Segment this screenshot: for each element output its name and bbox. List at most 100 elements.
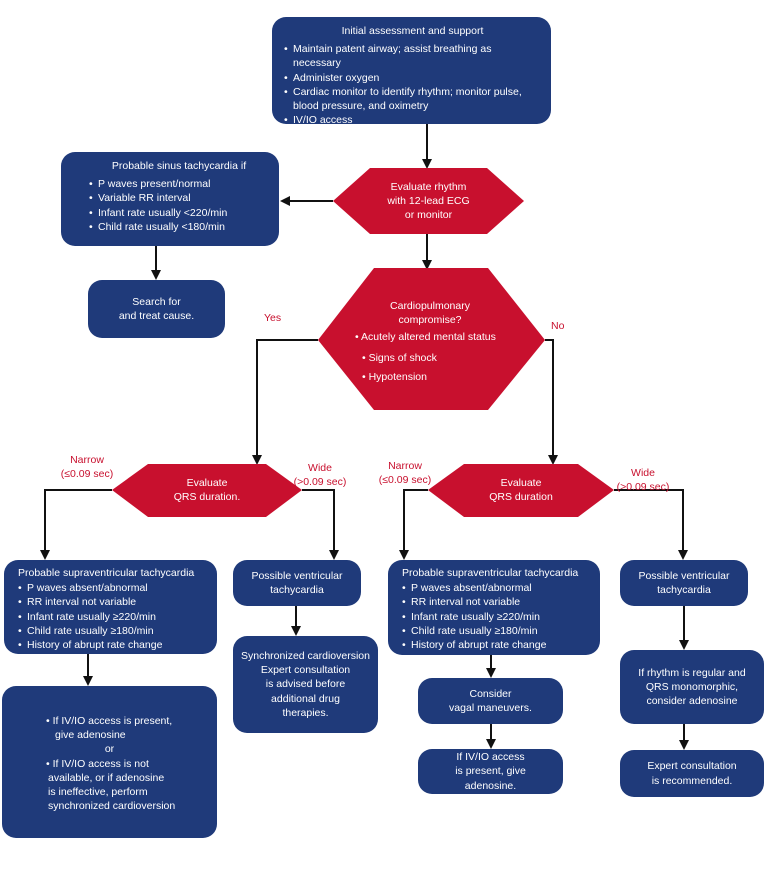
vt-right-box: Possible ventricular tachycardia	[620, 560, 748, 606]
label-line: Narrow	[70, 454, 104, 466]
evaluate-rhythm-text: Evaluate rhythm with 12-lead ECG or moni…	[365, 180, 492, 223]
cardiopulmonary-text: Cardiopulmonary compromise?	[360, 299, 500, 327]
list-item: RR interval not variable	[402, 595, 594, 609]
label-line: Narrow	[388, 460, 422, 472]
decision-qrs-left	[112, 464, 302, 517]
svt-right-title: Probable supraventricular tachycardia	[402, 567, 579, 579]
list-item: Child rate usually ≥180/min	[402, 624, 594, 638]
label-line: Wide	[308, 462, 332, 474]
adenosine-left-item-2: • If IV/IO access is not available, or i…	[2, 757, 217, 814]
decision-qrs-right	[428, 464, 614, 517]
box-line: vagal maneuvers.	[449, 702, 532, 714]
list-item: RR interval not variable	[18, 595, 211, 609]
decision-cardiopulmonary	[318, 268, 545, 410]
svt-right-box: Probable supraventricular tachycardia P …	[388, 560, 600, 655]
box-line: therapies.	[282, 706, 329, 719]
list-item: Maintain patent airway; assist breathing…	[284, 42, 541, 70]
box-line: tachycardia	[657, 584, 711, 596]
box-line: Search for	[132, 295, 181, 308]
compromise-item-text: Hypotension	[368, 371, 427, 383]
box-line: QRS monomorphic,	[645, 680, 739, 693]
box-line: Possible ventricular	[251, 569, 343, 582]
qrs-right-text: Evaluate QRS duration	[464, 476, 578, 504]
label-yes: Yes	[264, 312, 282, 324]
box-line: is recommended.	[651, 774, 733, 787]
bullet-line: • If IV/IO access is present,	[46, 715, 173, 727]
list-item: Cardiac monitor to identify rhythm; moni…	[284, 85, 541, 113]
arrow-left-wide	[302, 489, 339, 560]
adenosine-left-box: • If IV/IO access is present, give adeno…	[2, 686, 217, 838]
decision-line: compromise?	[398, 314, 462, 327]
label-line: (≤0.09 sec)	[60, 467, 114, 480]
qrs-left-text: Evaluate QRS duration.	[150, 476, 264, 504]
list-item: History of abrupt rate change	[18, 638, 211, 652]
list-item: Administer oxygen	[284, 71, 541, 85]
box-line: adenosine.	[464, 779, 517, 792]
sinus-tachycardia-box: Probable sinus tachycardia if P waves pr…	[61, 152, 279, 246]
box-line: Synchronized cardioversion	[241, 650, 370, 663]
arrow-no-branch	[545, 339, 558, 465]
box-line: give adenosine	[55, 729, 126, 742]
box-line: If IV/IO access	[456, 751, 525, 764]
label-narrow-right: Narrow (≤0.09 sec)	[370, 460, 440, 487]
box-line: consider adenosine	[646, 695, 738, 708]
box-line: If rhythm is regular and	[638, 666, 746, 679]
decision-line: QRS duration.	[173, 491, 241, 504]
label-line: (≤0.09 sec)	[378, 473, 432, 486]
label-wide-left: Wide (>0.09 sec)	[285, 462, 355, 489]
adenosine-right-box: If IV/IO access is present, give adenosi…	[418, 749, 563, 794]
list-item: Infant rate usually ≥220/min	[18, 610, 211, 624]
compromise-item-2: • Signs of shock	[362, 352, 437, 364]
list-item: Infant rate usually <220/min	[89, 206, 269, 220]
list-item: Variable RR interval	[89, 191, 269, 205]
box-line: tachycardia	[270, 584, 324, 596]
svt-left-box: Probable supraventricular tachycardia P …	[4, 560, 217, 654]
box-line: is advised before	[265, 678, 346, 691]
decision-line: or monitor	[404, 209, 453, 222]
regular-rhythm-box: If rhythm is regular and QRS monomorphic…	[620, 650, 764, 724]
list-item: P waves present/normal	[89, 177, 269, 191]
box-line: available, or if adenosine	[48, 771, 165, 784]
list-item: Infant rate usually ≥220/min	[402, 610, 594, 624]
vt-left-box: Possible ventricular tachycardia	[233, 560, 361, 606]
label-line: (>0.09 sec)	[616, 480, 670, 493]
box-line: is present, give	[455, 765, 526, 778]
bullet-line: • If IV/IO access is not	[46, 757, 149, 770]
list-item: Child rate usually <180/min	[89, 220, 269, 234]
arrow-right-narrow	[399, 489, 428, 560]
box-line: If IV/IO access is not	[52, 757, 149, 770]
compromise-item-text: Signs of shock	[368, 352, 437, 364]
or-label: or	[104, 743, 115, 756]
list-item: Child rate usually ≥180/min	[18, 624, 211, 638]
box-line: is ineffective, perform	[48, 785, 148, 798]
label-no: No	[551, 320, 565, 332]
sync-cardioversion-box: Synchronized cardioversion Expert consul…	[233, 636, 378, 733]
list-item: P waves absent/abnormal	[18, 581, 211, 595]
decision-line: with 12-lead ECG	[387, 195, 470, 208]
decision-line: Evaluate	[500, 477, 542, 489]
initial-assessment-title: Initial assessment and support	[341, 25, 484, 37]
initial-assessment-box: Initial assessment and support Maintain …	[272, 17, 551, 142]
search-treat-box: Search for and treat cause.	[88, 280, 225, 338]
sinus-tachycardia-title: Probable sinus tachycardia if	[111, 160, 247, 172]
box-line: Expert consultation	[260, 664, 351, 677]
compromise-item-1: • Acutely altered mental status	[355, 331, 496, 343]
decision-line: Evaluate rhythm	[390, 181, 467, 193]
box-line: If IV/IO access is present,	[52, 715, 173, 727]
box-line: Expert consultation	[647, 760, 737, 773]
box-line: and treat cause.	[118, 310, 195, 322]
decision-line: Cardiopulmonary	[390, 300, 470, 312]
list-item: 12-Lead ECG if available	[284, 127, 541, 141]
label-narrow-left: Narrow (≤0.09 sec)	[52, 454, 122, 481]
decision-line: QRS duration	[489, 491, 553, 504]
list-item: P waves absent/abnormal	[402, 581, 594, 595]
label-line: Wide	[631, 467, 655, 479]
adenosine-left-item-1: • If IV/IO access is present, give adeno…	[2, 714, 217, 742]
box-line: Possible ventricular	[638, 569, 730, 582]
label-wide-right: Wide (>0.09 sec)	[608, 467, 678, 494]
box-line: synchronized cardioversion	[48, 800, 176, 813]
compromise-item-text: Acutely altered mental status	[361, 331, 496, 343]
list-item: History of abrupt rate change	[402, 638, 594, 652]
decision-evaluate-rhythm	[333, 168, 524, 234]
